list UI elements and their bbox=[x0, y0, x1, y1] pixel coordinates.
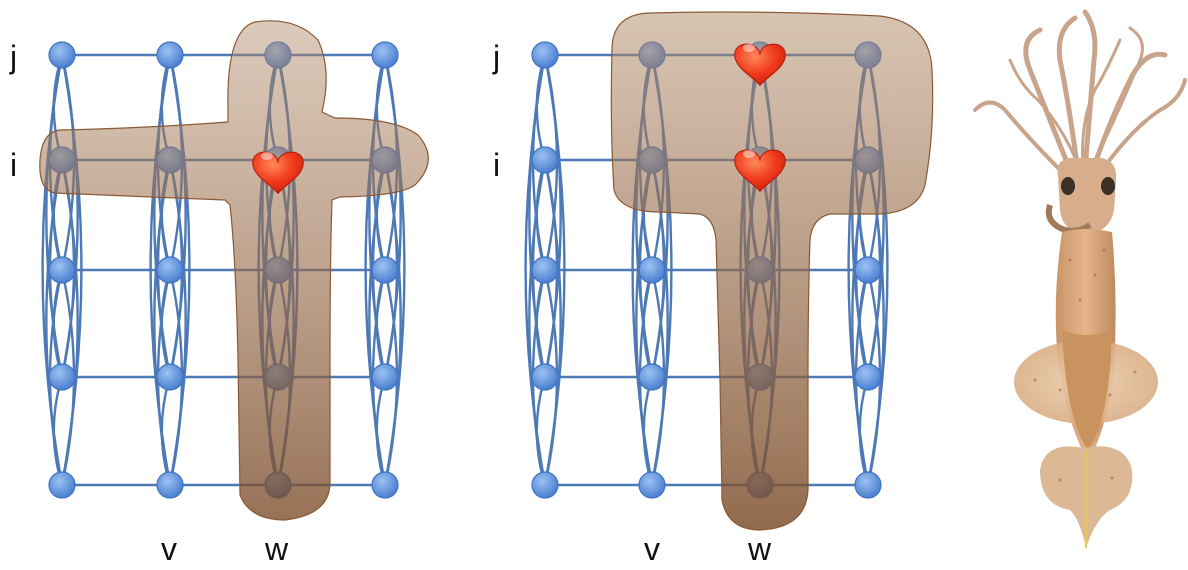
graph-node bbox=[371, 471, 399, 499]
heart-icon bbox=[734, 149, 786, 193]
column-edge bbox=[52, 376, 64, 486]
graph-node bbox=[531, 471, 559, 499]
right-col-label-w: w bbox=[747, 531, 772, 565]
right-row-label-i: i bbox=[493, 147, 500, 183]
right-graph-hearts bbox=[734, 43, 786, 193]
right-row-label-j: j bbox=[492, 39, 500, 75]
graph-node bbox=[854, 363, 882, 391]
heart-highlight bbox=[743, 44, 755, 52]
column-edge bbox=[160, 376, 172, 486]
graph-node bbox=[638, 363, 666, 391]
graph-node bbox=[156, 256, 184, 284]
heart-icon bbox=[734, 43, 786, 87]
graph-node bbox=[638, 471, 666, 499]
column-edge bbox=[642, 376, 654, 486]
graph-node bbox=[371, 41, 399, 69]
heart-icon bbox=[252, 151, 304, 195]
squid-illustration bbox=[973, 9, 1187, 548]
graph-node bbox=[531, 41, 559, 69]
graph-node bbox=[48, 41, 76, 69]
graph-node bbox=[638, 256, 666, 284]
graph-node bbox=[531, 146, 559, 174]
right-graph-diagram: j i v w bbox=[492, 11, 934, 567]
graph-node bbox=[531, 363, 559, 391]
right-t-region bbox=[610, 11, 934, 531]
column-edge bbox=[858, 376, 870, 486]
left-row-label-i: i bbox=[10, 147, 17, 183]
left-row-label-j: j bbox=[9, 39, 17, 75]
graph-node bbox=[371, 363, 399, 391]
heart-highlight bbox=[261, 152, 273, 160]
column-edge bbox=[375, 376, 387, 486]
graph-node bbox=[854, 256, 882, 284]
graph-node bbox=[48, 471, 76, 499]
left-cross-region bbox=[39, 20, 429, 521]
graph-node bbox=[156, 41, 184, 69]
left-graph-hearts bbox=[252, 151, 304, 195]
column-edge bbox=[535, 376, 547, 486]
left-col-label-v: v bbox=[161, 531, 177, 565]
graph-node bbox=[156, 471, 184, 499]
graph-node bbox=[371, 256, 399, 284]
squid-tentacles bbox=[973, 9, 1187, 180]
graph-node bbox=[854, 471, 882, 499]
right-col-label-v: v bbox=[644, 531, 660, 565]
graph-node bbox=[48, 363, 76, 391]
left-graph-diagram: j i v w bbox=[9, 20, 429, 567]
squid-eye-left bbox=[1061, 177, 1075, 195]
graph-node bbox=[48, 256, 76, 284]
heart-highlight bbox=[743, 150, 755, 158]
squid-head bbox=[1057, 158, 1117, 234]
graph-node bbox=[531, 256, 559, 284]
graph-node bbox=[156, 363, 184, 391]
left-col-label-w: w bbox=[264, 531, 289, 565]
squid-eye-right bbox=[1101, 177, 1115, 195]
